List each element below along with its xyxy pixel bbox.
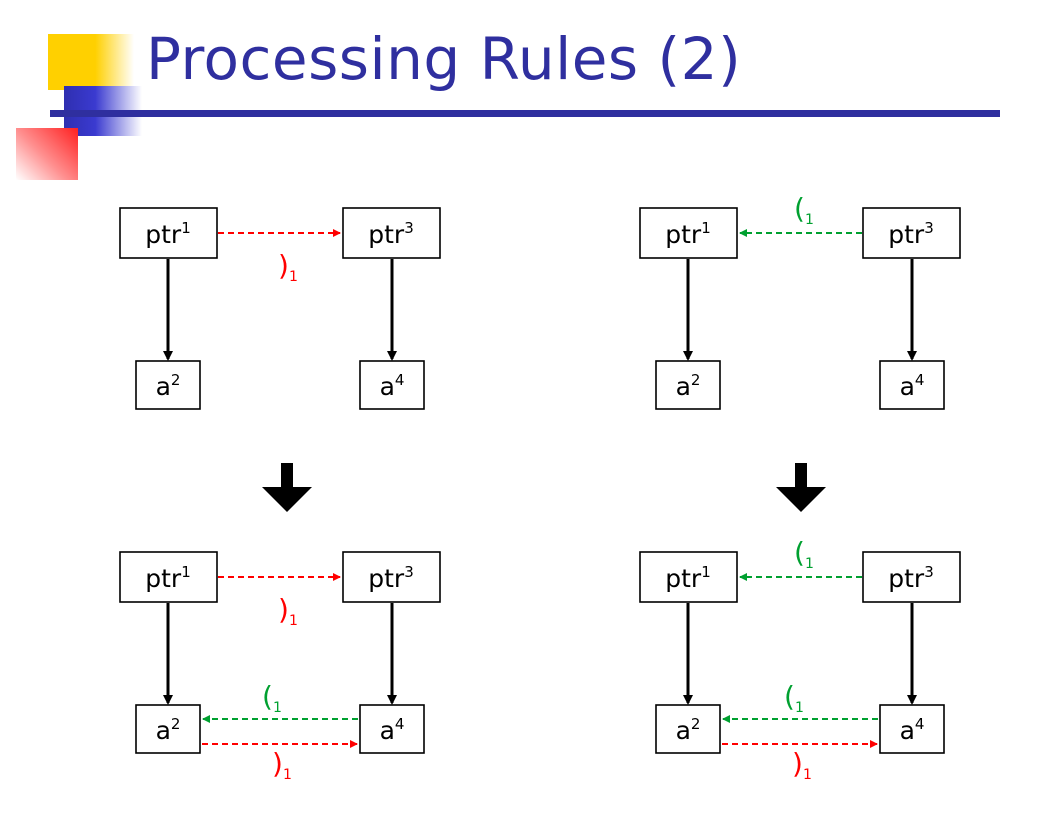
panel-top-right: (1 ptr1 ptr3 a2 a4: [639, 192, 961, 410]
svg-text:a4: a4: [380, 715, 405, 745]
open-paren-label: (1: [784, 680, 804, 716]
node-a2: a2: [655, 704, 721, 754]
close-paren-label: )1: [278, 593, 298, 629]
down-arrow-icon: [776, 463, 826, 512]
panel-bottom-right: (1 (1 )1 ptr1 ptr3 a2: [639, 536, 961, 783]
node-a2: a2: [135, 704, 201, 754]
page-title: Processing Rules (2): [146, 25, 742, 93]
svg-text:ptr1: ptr1: [145, 563, 191, 593]
panel-bottom-left: )1 (1 )1 ptr1 ptr3 a2: [119, 551, 441, 783]
svg-text:a4: a4: [900, 715, 925, 745]
svg-text:a2: a2: [156, 371, 181, 401]
red-accent-block: [16, 128, 78, 180]
close-paren-label: )1: [792, 747, 812, 783]
svg-text:ptr1: ptr1: [145, 219, 191, 249]
node-ptr3: ptr3: [862, 551, 961, 603]
down-arrow-icon: [262, 463, 312, 512]
panel-top-left: )1 ptr1 ptr3 a2 a4: [119, 207, 441, 410]
svg-text:ptr1: ptr1: [665, 219, 711, 249]
open-paren-label: (1: [794, 192, 814, 228]
node-a2: a2: [655, 360, 721, 410]
svg-text:ptr3: ptr3: [888, 563, 934, 593]
svg-text:a4: a4: [380, 371, 405, 401]
node-a4: a4: [879, 360, 945, 410]
node-a4: a4: [359, 360, 425, 410]
open-paren-label: (1: [262, 680, 282, 716]
svg-text:ptr3: ptr3: [368, 563, 414, 593]
node-ptr3: ptr3: [862, 207, 961, 259]
node-ptr1: ptr1: [639, 207, 738, 259]
close-paren-label: )1: [272, 747, 292, 783]
node-a4: a4: [359, 704, 425, 754]
node-ptr1: ptr1: [119, 207, 218, 259]
svg-text:a4: a4: [900, 371, 925, 401]
open-paren-label: (1: [794, 536, 814, 572]
node-a4: a4: [879, 704, 945, 754]
close-paren-label: )1: [278, 249, 298, 285]
yellow-accent-block: [48, 34, 134, 90]
node-ptr3: ptr3: [342, 207, 441, 259]
node-ptr3: ptr3: [342, 551, 441, 603]
node-ptr1: ptr1: [639, 551, 738, 603]
svg-text:ptr1: ptr1: [665, 563, 711, 593]
title-underline: [50, 110, 1000, 117]
svg-text:ptr3: ptr3: [368, 219, 414, 249]
svg-text:a2: a2: [676, 715, 701, 745]
node-ptr1: ptr1: [119, 551, 218, 603]
svg-text:a2: a2: [156, 715, 181, 745]
node-a2: a2: [135, 360, 201, 410]
svg-text:a2: a2: [676, 371, 701, 401]
svg-text:ptr3: ptr3: [888, 219, 934, 249]
